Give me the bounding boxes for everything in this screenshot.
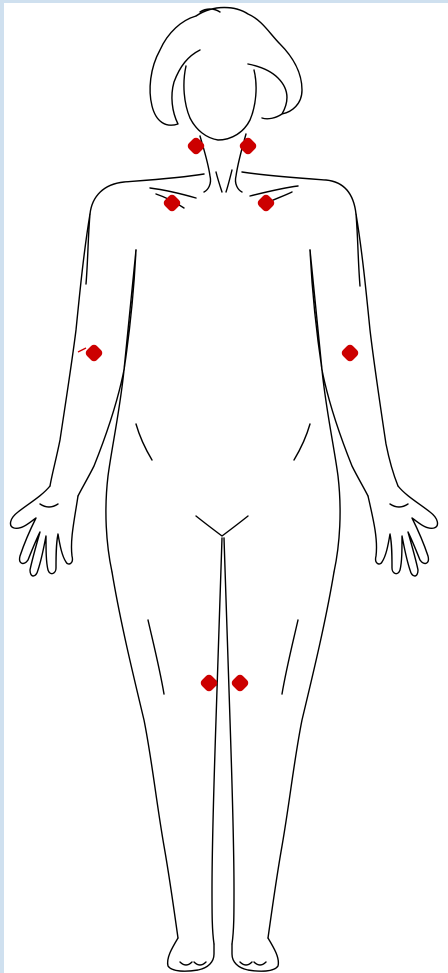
right-leg-outer: [268, 572, 334, 938]
face-outline: [184, 66, 256, 140]
right-arm-inner: [310, 250, 368, 496]
right-hand-outline: [368, 486, 437, 576]
torso-left-side: [106, 250, 136, 572]
right-arm-outer: [356, 214, 398, 486]
tender-point-marker-occiput-right: [186, 136, 206, 156]
left-shoulder-outline: [86, 174, 204, 284]
tender-point-marker-knee-left: [230, 673, 250, 693]
hair-outline: [196, 8, 302, 115]
left-arm-inner: [78, 250, 136, 496]
left-leg-inner: [212, 538, 222, 944]
left-arm-outer: [50, 214, 90, 486]
tender-point-marker-trapezius-right: [162, 193, 182, 213]
tender-point-marker-lateral-elbow-right: [84, 343, 104, 363]
hair-left-outline: [150, 16, 200, 125]
right-leg-inner: [224, 538, 234, 944]
tender-point-marker-trapezius-left: [256, 193, 276, 213]
tender-point-marker-knee-right: [199, 673, 219, 693]
right-shoulder-outline: [242, 172, 360, 286]
left-border-strip: [0, 0, 4, 973]
left-foot-outline: [168, 938, 214, 971]
right-foot-outline: [232, 938, 278, 971]
pelvis-outline: [196, 516, 248, 536]
top-border-strip: [0, 0, 448, 3]
left-leg-outer: [112, 572, 178, 938]
marker-tick: [78, 348, 86, 352]
torso-right-side: [310, 250, 340, 572]
tender-point-marker-lateral-elbow-left: [340, 343, 360, 363]
left-hand-outline: [11, 486, 78, 576]
